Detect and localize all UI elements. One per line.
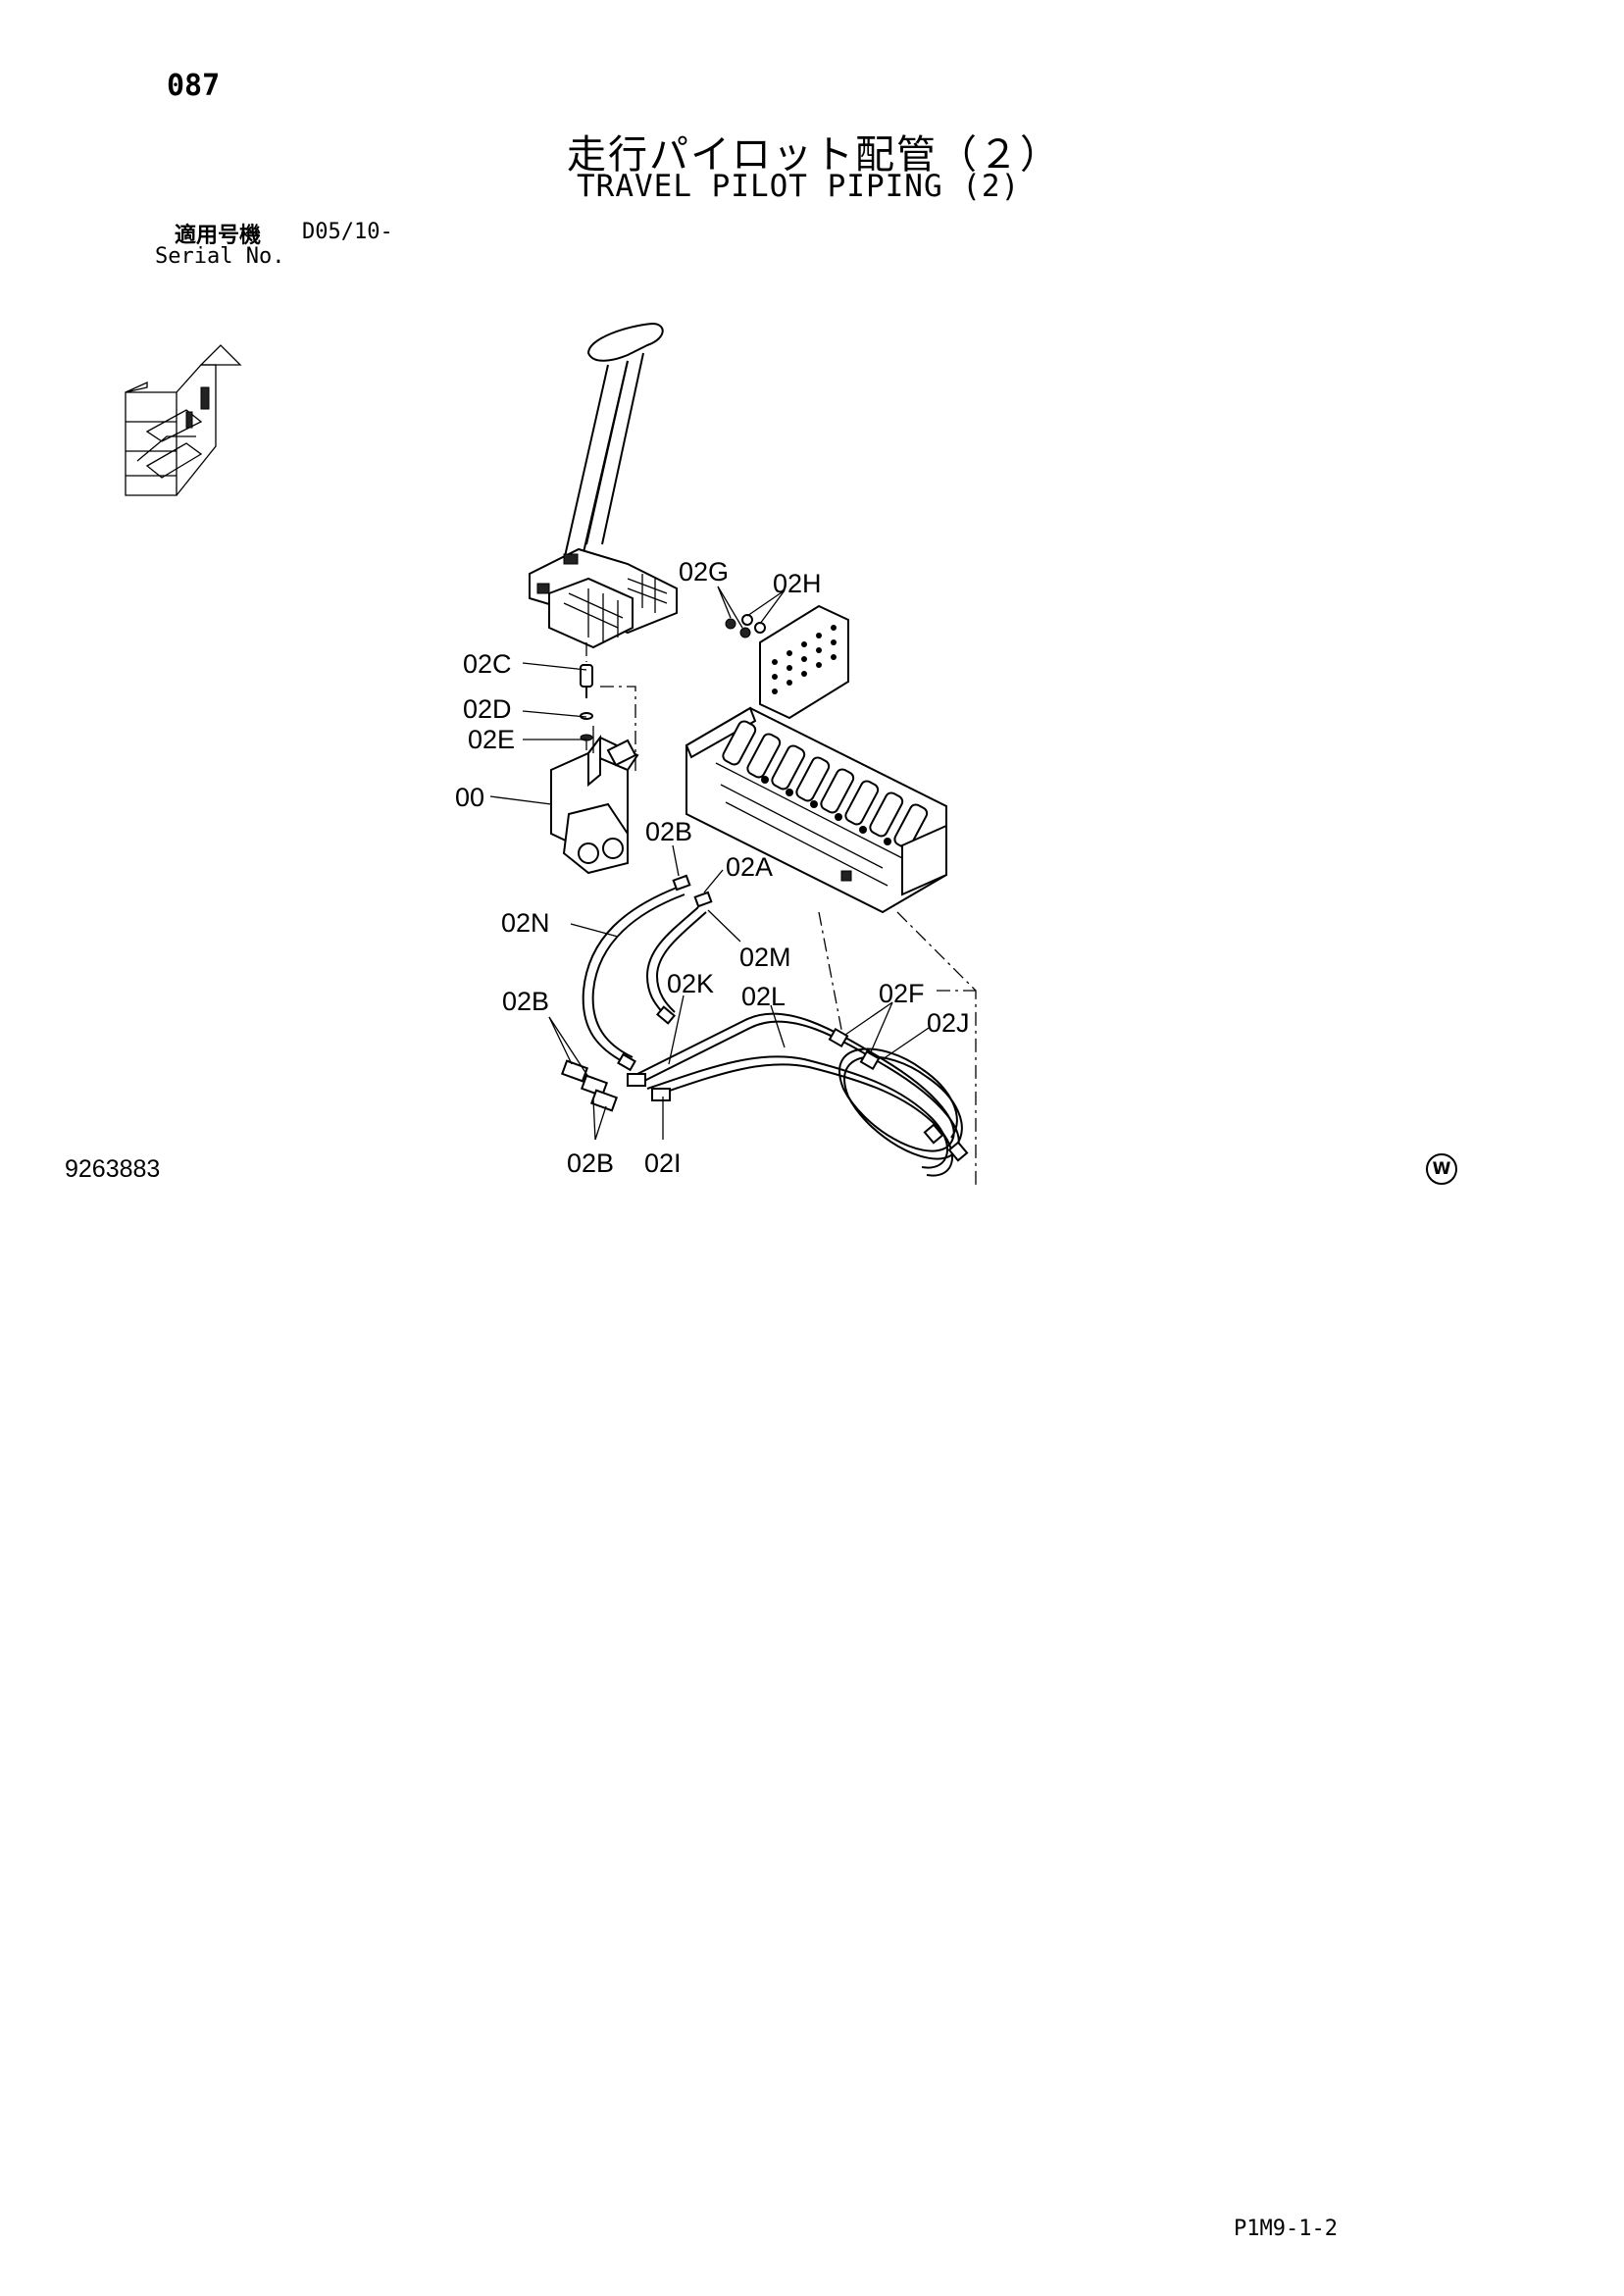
callout-02b-bottom: 02B bbox=[567, 1148, 614, 1178]
control-valve-block bbox=[685, 706, 947, 914]
pilot-valve bbox=[550, 726, 639, 875]
callout-02b-left: 02B bbox=[502, 987, 549, 1016]
callout-02l: 02L bbox=[741, 982, 786, 1011]
callout-02c: 02C bbox=[463, 649, 512, 679]
travel-lever-assembly bbox=[529, 322, 678, 649]
callout-02f: 02F bbox=[879, 979, 925, 1008]
page-code: P1M9-1-2 bbox=[1234, 2217, 1338, 2241]
title-english: TRAVEL PILOT PIPING (2) bbox=[577, 169, 1021, 204]
callout-02b-top: 02B bbox=[645, 817, 692, 846]
callout-02k: 02K bbox=[667, 969, 714, 998]
serial-label-japanese: 適用号機 bbox=[175, 224, 262, 248]
callout-02h: 02H bbox=[773, 569, 822, 598]
callout-02m: 02M bbox=[739, 943, 791, 972]
callout-02i: 02I bbox=[644, 1148, 682, 1178]
drawing-number: 9263883 bbox=[65, 1155, 161, 1183]
callout-02g: 02G bbox=[679, 557, 729, 587]
fitting-parts bbox=[580, 664, 593, 741]
callout-00: 00 bbox=[455, 783, 484, 812]
callout-02j: 02J bbox=[927, 1008, 970, 1038]
w-mark-icon: W bbox=[1426, 1153, 1457, 1185]
callout-02d: 02D bbox=[463, 694, 512, 724]
hoses bbox=[582, 887, 963, 1177]
serial-label-english: Serial No. bbox=[155, 244, 285, 269]
hose-fittings bbox=[560, 874, 969, 1162]
valve-spools bbox=[722, 720, 929, 849]
alignment-lines bbox=[585, 641, 977, 1187]
callout-labels: 00 02A 02B 02B 02B 02C 02D 02E 02F 02G 0… bbox=[455, 557, 970, 1178]
serial-value: D05/10- bbox=[302, 220, 393, 244]
page-number: 087 bbox=[167, 69, 221, 103]
mounting-plate bbox=[725, 604, 849, 720]
callout-02a: 02A bbox=[726, 852, 773, 882]
leader-lines bbox=[489, 586, 930, 1141]
callout-02e: 02E bbox=[468, 725, 515, 754]
callout-02n: 02N bbox=[501, 908, 550, 938]
machine-orientation-icon bbox=[125, 344, 242, 496]
title-japanese: 走行パイロット配管（２） bbox=[567, 132, 1061, 178]
